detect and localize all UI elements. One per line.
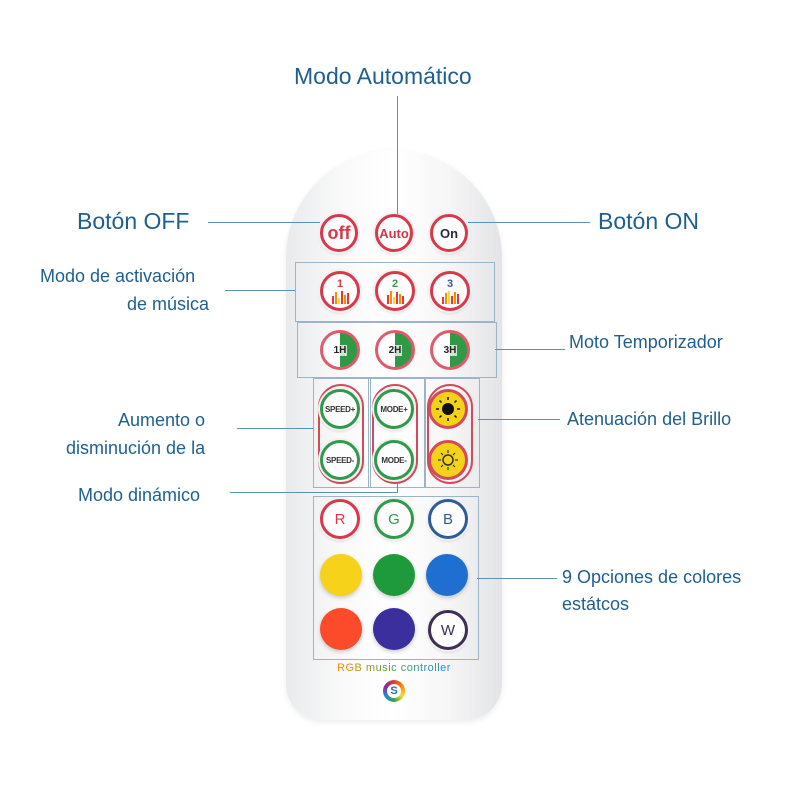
orange-red-color-button[interactable] bbox=[320, 608, 362, 650]
green-color-button[interactable] bbox=[373, 554, 415, 596]
brightness-pill bbox=[427, 384, 473, 484]
timer-1h-label: 1H bbox=[332, 344, 348, 356]
timer-callout-line bbox=[495, 349, 565, 350]
brand-text: RGB music controller bbox=[286, 662, 502, 674]
music-mode-2-label: 2 bbox=[391, 277, 399, 290]
green-button-label: G bbox=[388, 510, 400, 528]
dynamic-callout-line-v bbox=[397, 482, 398, 492]
mode-down-button[interactable]: MODE- bbox=[374, 440, 414, 480]
timer-group-frame bbox=[297, 322, 497, 378]
sun-dark-icon bbox=[436, 397, 460, 421]
auto-button[interactable]: Auto bbox=[375, 214, 413, 252]
brightness-group-frame bbox=[424, 378, 480, 488]
dynamic-callout-line-h bbox=[230, 492, 398, 493]
off-button-label: off bbox=[327, 222, 351, 243]
speed-group-frame bbox=[313, 378, 371, 488]
off-button[interactable]: off bbox=[320, 214, 358, 252]
sun-light-icon bbox=[438, 450, 458, 470]
blue-button[interactable]: B bbox=[428, 499, 468, 539]
blue-button-label: B bbox=[442, 510, 453, 528]
equalizer-icon bbox=[386, 290, 404, 304]
auto-button-label: Auto bbox=[379, 225, 409, 241]
red-button[interactable]: R bbox=[320, 499, 360, 539]
red-button-label: R bbox=[334, 510, 346, 528]
mode-down-label: MODE- bbox=[381, 455, 407, 465]
on-button-label: On bbox=[439, 225, 459, 241]
timer-label: Moto Temporizador bbox=[569, 332, 723, 352]
off-callout-line bbox=[208, 222, 320, 223]
speed-down-label: SPEED- bbox=[326, 455, 354, 465]
colors-label-line2: estátcos bbox=[562, 594, 630, 614]
brightness-label: Atenuación del Brillo bbox=[567, 409, 732, 429]
brightness-callout-line bbox=[478, 419, 560, 420]
music-mode-3-button[interactable]: 3 bbox=[430, 271, 470, 311]
equalizer-icon bbox=[331, 290, 349, 304]
mode-up-button[interactable]: MODE+ bbox=[374, 389, 414, 429]
timer-1h-button[interactable]: 1H bbox=[320, 330, 360, 370]
speed-up-button[interactable]: SPEED+ bbox=[320, 389, 360, 429]
brand-logo-letter: S bbox=[387, 684, 401, 698]
timer-3h-button[interactable]: 3H bbox=[430, 330, 470, 370]
off-button-callout-label: Botón OFF bbox=[77, 208, 190, 234]
brand-logo-icon: S bbox=[383, 680, 405, 702]
brightness-up-button[interactable] bbox=[428, 389, 468, 429]
purple-color-button[interactable] bbox=[373, 608, 415, 650]
speed-up-label: SPEED+ bbox=[325, 404, 355, 414]
white-button[interactable]: W bbox=[428, 610, 468, 650]
music-callout-line bbox=[225, 290, 295, 291]
speed-label-line2: disminución de la bbox=[66, 438, 206, 458]
white-button-label: W bbox=[440, 621, 456, 639]
dynamic-mode-label: Modo dinámico bbox=[78, 485, 201, 505]
music-mode-2-button[interactable]: 2 bbox=[375, 271, 415, 311]
auto-callout-line bbox=[397, 96, 398, 214]
colors-callout-line bbox=[477, 578, 557, 579]
speed-label-line1: Aumento o bbox=[118, 410, 206, 430]
music-mode-1-button[interactable]: 1 bbox=[320, 271, 360, 311]
colors-label-line1: 9 Opciones de colores bbox=[562, 567, 742, 587]
on-callout-line bbox=[468, 222, 590, 223]
green-button[interactable]: G bbox=[374, 499, 414, 539]
music-mode-label-line2: de música bbox=[127, 294, 210, 314]
timer-2h-button[interactable]: 2H bbox=[375, 330, 415, 370]
on-button[interactable]: On bbox=[430, 214, 468, 252]
speed-down-button[interactable]: SPEED- bbox=[320, 440, 360, 480]
yellow-color-button[interactable] bbox=[320, 554, 362, 596]
mode-up-label: MODE+ bbox=[380, 404, 408, 414]
music-mode-3-label: 3 bbox=[446, 277, 454, 290]
music-group-frame bbox=[295, 262, 495, 322]
speed-pill bbox=[318, 384, 364, 484]
music-mode-1-label: 1 bbox=[336, 277, 344, 290]
timer-2h-label: 2H bbox=[387, 344, 403, 356]
auto-mode-label: Modo Automático bbox=[294, 63, 472, 89]
on-button-callout-label: Botón ON bbox=[598, 208, 699, 234]
music-mode-label-line1: Modo de activación bbox=[40, 266, 196, 286]
timer-3h-label: 3H bbox=[442, 344, 458, 356]
blue-color-button[interactable] bbox=[426, 554, 468, 596]
mode-pill bbox=[372, 384, 418, 484]
equalizer-icon bbox=[441, 290, 459, 304]
brightness-down-button[interactable] bbox=[428, 440, 468, 480]
speed-callout-line bbox=[237, 428, 313, 429]
